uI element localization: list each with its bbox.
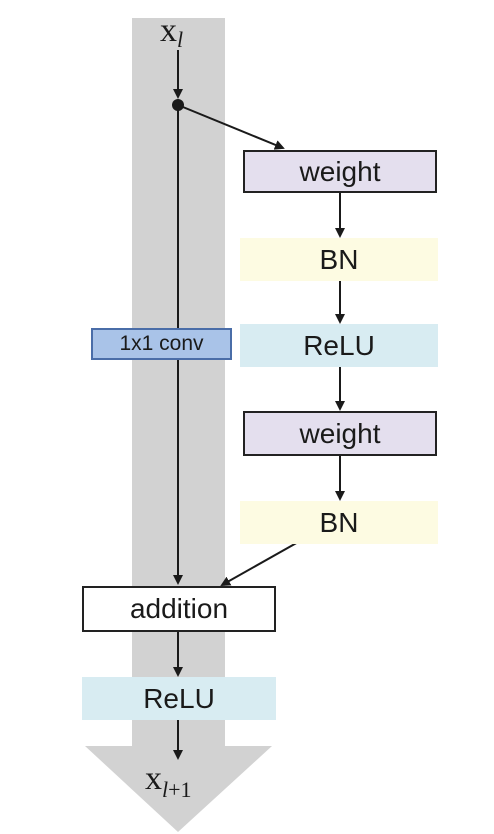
weight-block-2: weight [243,411,437,456]
shortcut-conv-block: 1x1 conv [91,328,232,360]
relu-block-1: ReLU [240,324,438,367]
bn-block-1: BN [240,238,438,281]
relu-output-block: ReLU [82,677,276,720]
output-label-base: x [145,760,162,797]
trunk-arrowhead [85,746,272,832]
bn-block-2: BN [240,501,438,544]
branch-arrow [177,104,285,150]
input-label-base: x [160,12,177,49]
input-label-subscript: l [177,27,184,52]
weight-block-1: weight [243,150,437,193]
addition-block: addition [82,586,276,632]
output-label: xl+1 [145,760,192,802]
output-label-subscript-var: l [162,777,169,802]
output-label-subscript-rest: +1 [168,777,192,802]
arrow-bn2-addition [220,540,301,586]
input-label: xl [160,12,184,52]
